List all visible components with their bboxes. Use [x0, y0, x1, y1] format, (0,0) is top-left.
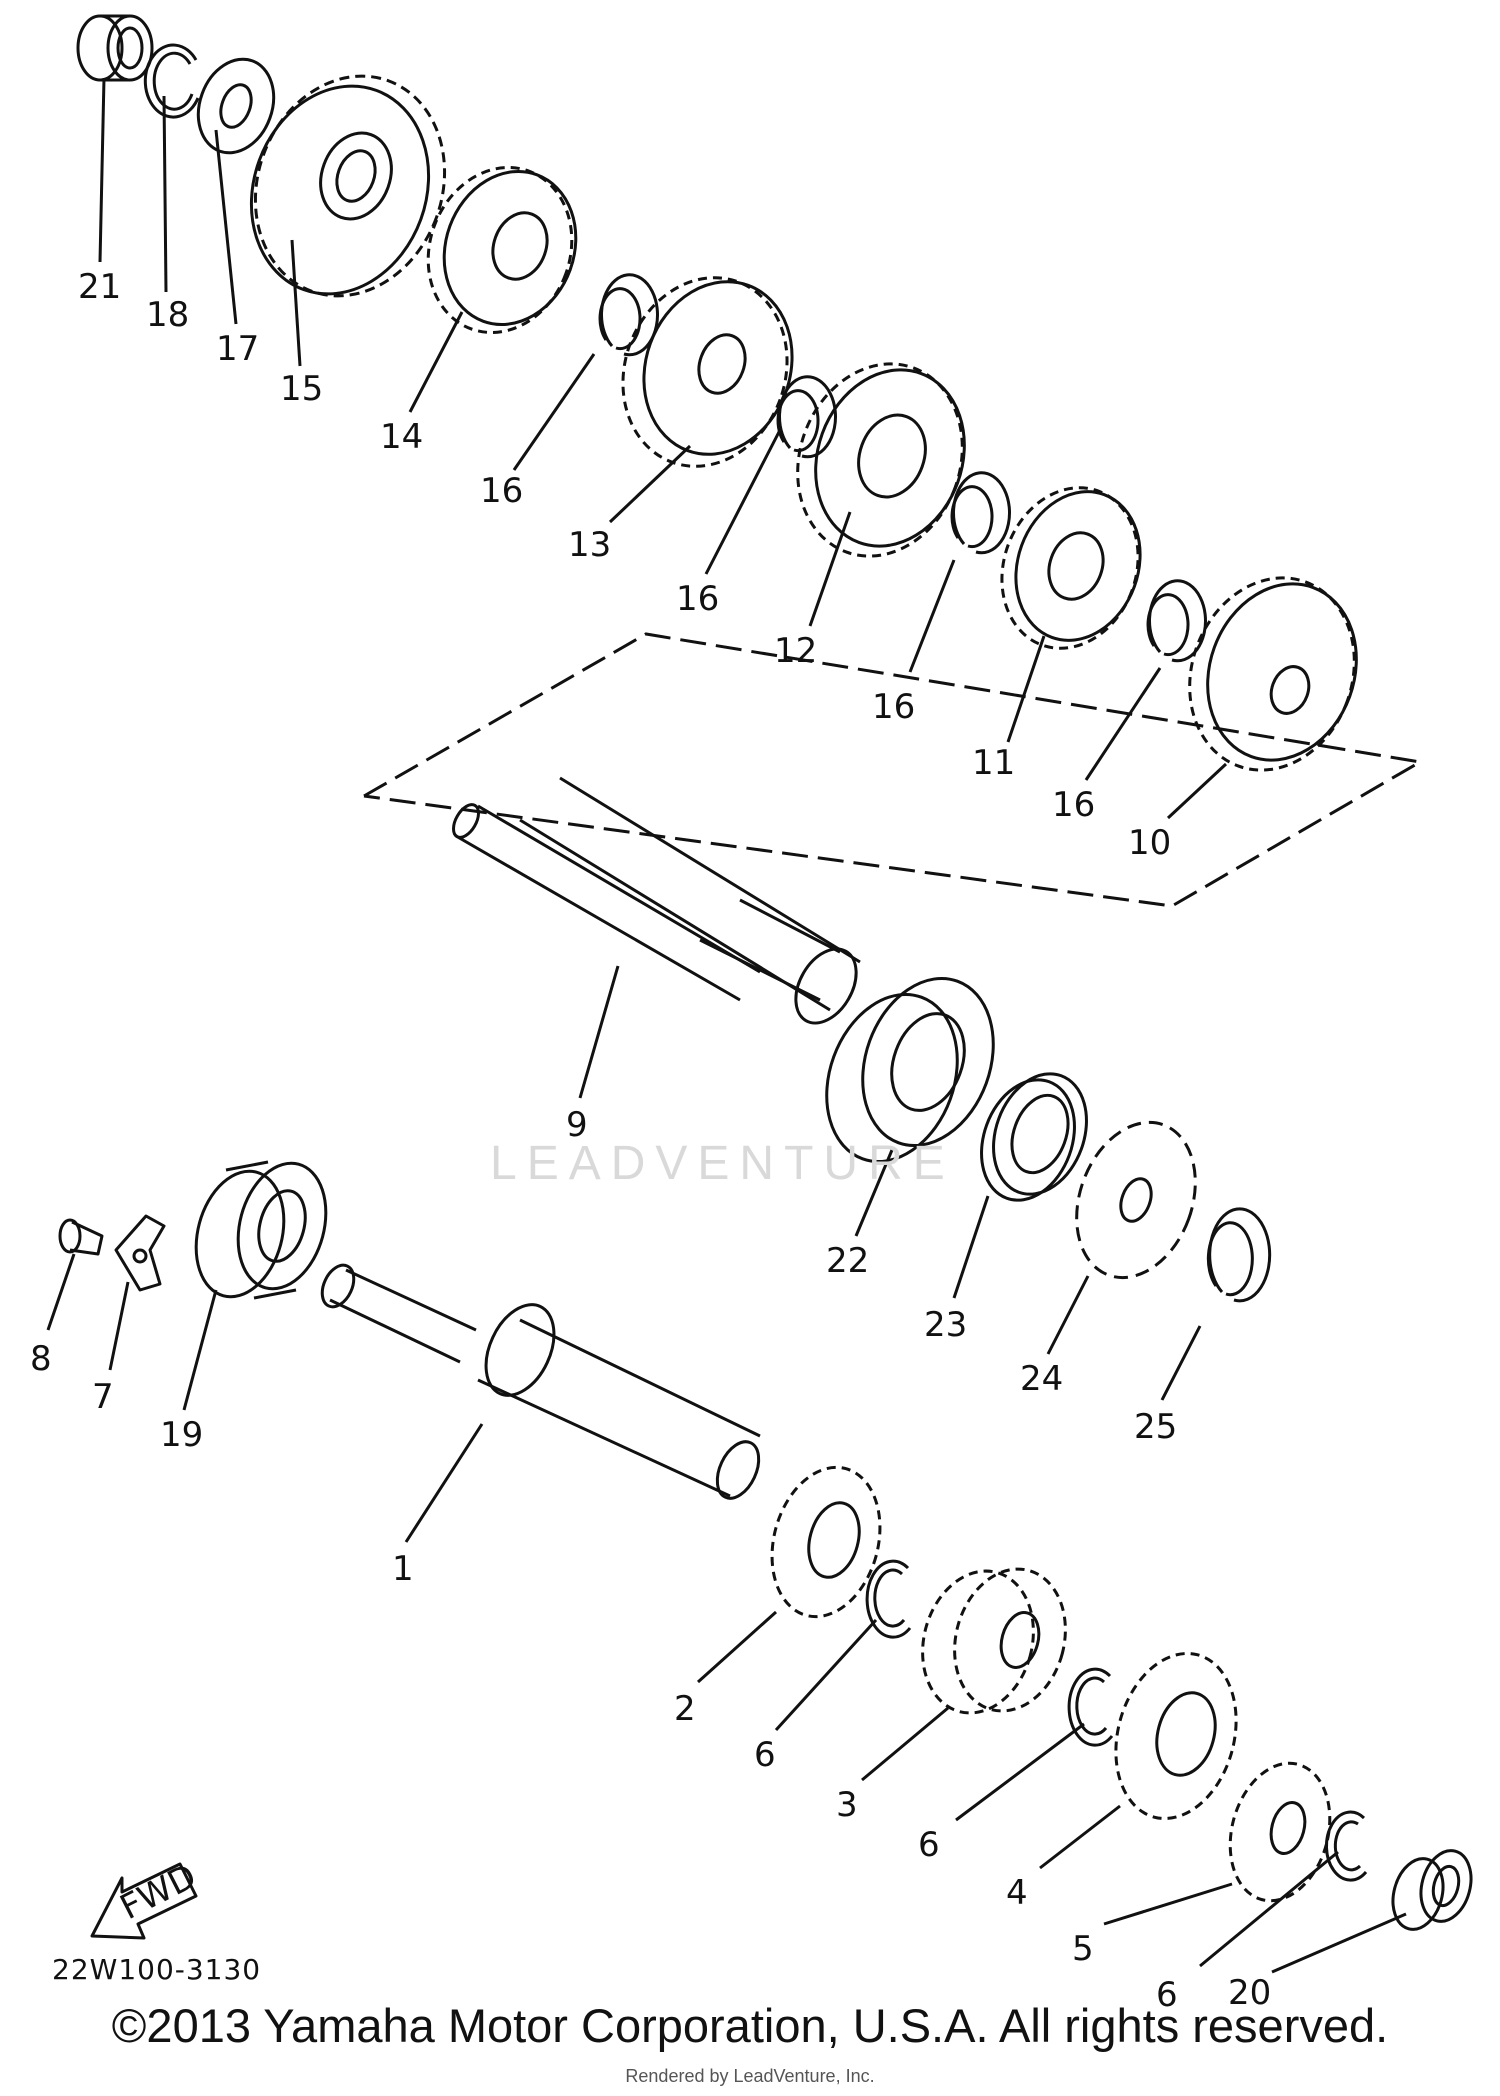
callout-4: 4: [1006, 1873, 1028, 1913]
part-4-gear[interactable]: [1098, 1640, 1254, 1832]
callout-9: 9: [566, 1105, 588, 1145]
callout-6a: 6: [754, 1735, 776, 1775]
callout-16a: 16: [480, 471, 523, 511]
callout-6c: 6: [1156, 1975, 1178, 2015]
fwd-label: FWD: [114, 1856, 203, 1928]
callout-8: 8: [30, 1339, 52, 1379]
callout-16d: 16: [1052, 785, 1095, 825]
callout-12: 12: [774, 631, 817, 671]
part-15-gear[interactable]: [223, 49, 475, 322]
callout-18: 18: [146, 295, 189, 335]
callout-16b: 16: [676, 579, 719, 619]
part-24-sprocket[interactable]: [1056, 1106, 1216, 1295]
callout-11: 11: [972, 743, 1015, 783]
callout-21: 21: [78, 267, 121, 307]
callout-20: 20: [1228, 1973, 1271, 2013]
part-21-bearing[interactable]: [76, 14, 154, 82]
callout-24: 24: [1020, 1359, 1063, 1399]
callout-6b: 6: [918, 1825, 940, 1865]
part-19-bearing[interactable]: [183, 1153, 339, 1306]
part-16-circlip-a[interactable]: [598, 273, 659, 357]
callout-10: 10: [1128, 823, 1171, 863]
callout-13: 13: [568, 525, 611, 565]
callout-3: 3: [836, 1785, 858, 1825]
part-6-circlip-a[interactable]: [865, 1559, 912, 1639]
leader-lines: [46, 77, 1407, 1974]
rendered-by-notice: Rendered by LeadVenture, Inc.: [625, 2066, 875, 2086]
copyright-notice: ©2013 Yamaha Motor Corporation, U.S.A. A…: [111, 1999, 1389, 2052]
part-7-plate[interactable]: [114, 1214, 166, 1292]
callout-7: 7: [92, 1377, 114, 1417]
callout-25: 25: [1134, 1407, 1177, 1447]
part-23-oil-seal[interactable]: [965, 1061, 1102, 1214]
callout-1: 1: [392, 1549, 414, 1589]
part-9-main-axle[interactable]: [448, 776, 868, 1034]
assembly-outline: [363, 632, 1425, 908]
callout-labels: 21 18 17 15 14 16 13 16 12 16 11 16 10 9…: [30, 267, 1271, 2015]
part-13-gear[interactable]: [597, 254, 816, 489]
callout-22: 22: [826, 1241, 869, 1281]
callout-14: 14: [380, 417, 423, 457]
part-6-circlip-b[interactable]: [1067, 1667, 1114, 1747]
callout-23: 23: [924, 1305, 967, 1345]
callout-16c: 16: [872, 687, 915, 727]
diagram-code: 22W100-3130: [52, 1953, 262, 1986]
fwd-arrow-icon: FWD: [90, 1856, 203, 1940]
part-18-circlip[interactable]: [143, 43, 200, 119]
part-16-circlip-b[interactable]: [776, 375, 837, 459]
part-25-circlip[interactable]: [1206, 1207, 1272, 1303]
part-3-gear[interactable]: [907, 1556, 1081, 1725]
part-1-main-shaft[interactable]: [316, 1260, 767, 1505]
watermark: LEADVENTURE: [490, 1137, 955, 1190]
part-10-gear[interactable]: [1163, 555, 1380, 794]
part-14-gear[interactable]: [405, 147, 596, 353]
part-11-gear[interactable]: [980, 468, 1160, 667]
callout-19: 19: [160, 1415, 203, 1455]
part-20-bearing[interactable]: [1386, 1845, 1479, 1935]
callout-17: 17: [216, 329, 259, 369]
part-6-circlip-c[interactable]: [1325, 1810, 1368, 1882]
part-17-washer[interactable]: [186, 49, 286, 164]
part-5-gear[interactable]: [1216, 1752, 1345, 1912]
callout-2: 2: [674, 1689, 696, 1729]
callout-15: 15: [280, 369, 323, 409]
part-16-circlip-c[interactable]: [950, 471, 1011, 555]
part-2-gear[interactable]: [756, 1455, 896, 1629]
part-12-gear[interactable]: [771, 341, 988, 580]
callout-5: 5: [1072, 1929, 1094, 1969]
part-8-bolt[interactable]: [58, 1218, 104, 1256]
part-22-bearing[interactable]: [804, 960, 1015, 1180]
